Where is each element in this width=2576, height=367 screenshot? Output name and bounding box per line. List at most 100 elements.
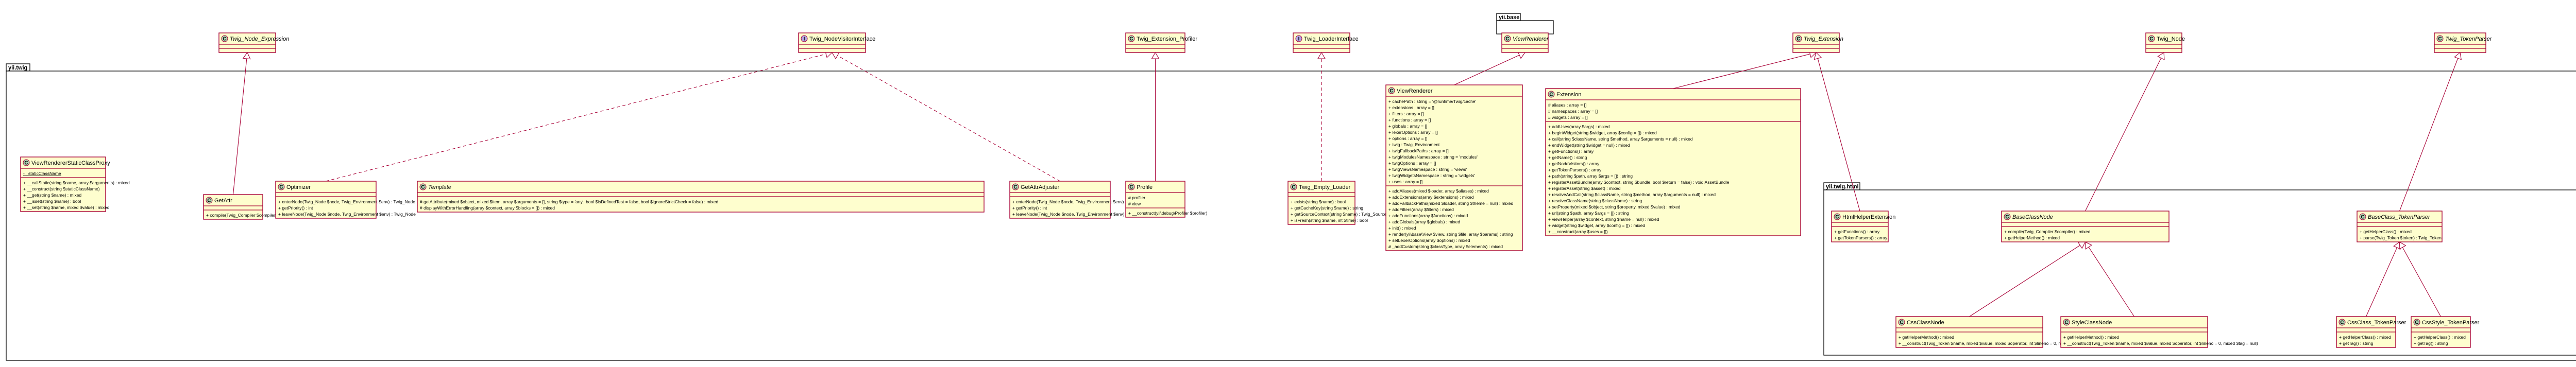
inheritance-arrowhead-icon xyxy=(2157,52,2165,60)
class-method: + __set(string $name, mixed $value) : mi… xyxy=(23,205,110,210)
generalization-line xyxy=(2365,247,2398,317)
class-method: + __construct(yii\debug\Profiler $profil… xyxy=(1128,211,1207,216)
class-stereotype-icon xyxy=(1795,35,1802,42)
package-label: yii.twig xyxy=(8,65,27,71)
class-method: + getTokenParsers() : array xyxy=(1834,235,1888,240)
class-box xyxy=(1385,84,1523,251)
stereotype-letter: C xyxy=(279,185,283,190)
class-method: + getFunctions() : array xyxy=(1548,149,1594,154)
class-method: + url(string $path, array $args = []) : … xyxy=(1548,211,1629,216)
class-method: + getTokenParsers() : array xyxy=(1548,167,1602,172)
class-attribute: + filters : array = [] xyxy=(1388,111,1424,116)
generalization-line xyxy=(2399,58,2459,212)
class-attribute: - _staticClassName xyxy=(23,171,61,176)
inheritance-arrowhead-icon xyxy=(1317,51,1326,59)
package-label: yii.twig.html xyxy=(1826,184,1859,190)
class-method: + __construct(array $uses = []) xyxy=(1548,229,1608,234)
class-box xyxy=(798,32,866,53)
class-method: + leaveNode(Twig_Node $node, Twig_Enviro… xyxy=(1012,212,1150,217)
class-attribute: + twigViewsNamespace : string = 'views' xyxy=(1388,167,1467,172)
stereotype-letter: C xyxy=(1389,89,1393,94)
class-method: # getAttribute(mixed $object, mixed $ite… xyxy=(420,199,718,204)
class-name: Twig_Extension xyxy=(1804,36,1843,42)
class-method: + isFresh(string $name, int $time) : boo… xyxy=(1291,218,1368,223)
class-method: + path(string $path, array $args = []) :… xyxy=(1548,173,1633,179)
class-box xyxy=(275,181,377,219)
class-box xyxy=(20,156,106,212)
class-method: + getPriority() : int xyxy=(1012,205,1047,211)
generalization-line xyxy=(232,58,247,195)
class-method: + getHelperClass() : mixed xyxy=(2414,335,2466,340)
class-attribute: # namespaces : array = [] xyxy=(1548,109,1598,114)
class-method: + addUses(array $args) : mixed xyxy=(1548,124,1610,129)
package-label: yii.base xyxy=(1499,14,1519,21)
class-box xyxy=(1125,181,1185,218)
inheritance-arrowhead-icon xyxy=(1814,51,1822,60)
class-name: ViewRendererStaticClassProxy xyxy=(31,160,110,166)
class-method: + __construct(Twig_Token $name, mixed $v… xyxy=(2063,341,2258,346)
stereotype-letter: C xyxy=(2438,37,2442,42)
class-name: Template xyxy=(428,184,451,190)
inheritance-arrowhead-icon xyxy=(2399,241,2406,250)
class-stereotype-icon xyxy=(1128,183,1135,190)
class-box xyxy=(203,194,263,220)
class-attribute: # aliases : array = [] xyxy=(1548,102,1586,108)
class-method: + registerAssetBundle(array $context, st… xyxy=(1548,180,1730,185)
inheritance-arrowhead-icon xyxy=(2454,51,2462,60)
class-attribute: # widgets : array = [] xyxy=(1548,115,1588,120)
class-stereotype-icon xyxy=(2413,319,2420,326)
class-attribute: # view xyxy=(1128,201,1141,206)
class-name: ViewRenderer xyxy=(1513,36,1549,42)
class-stereotype-icon xyxy=(1548,91,1555,98)
class-stereotype-icon xyxy=(1290,183,1297,190)
stereotype-letter: C xyxy=(1835,215,1839,220)
class-method: + viewHelper(array $context, string $nam… xyxy=(1548,217,1659,222)
relation-getattr-extends xyxy=(232,51,251,195)
class-method: + setLexerOptions(array $options) : mixe… xyxy=(1388,238,1470,243)
relations-layer xyxy=(232,50,2462,317)
class-stereotype-icon xyxy=(206,197,213,204)
stereotype-letter: C xyxy=(2340,320,2344,326)
class-name: StyleClassNode xyxy=(2072,320,2112,326)
class-stereotype-icon xyxy=(2359,213,2366,220)
class-method: + addGlobals(array $globals) : mixed xyxy=(1388,219,1460,224)
class-method: + getHelperMethod() : mixed xyxy=(2063,335,2119,340)
class-box xyxy=(218,32,276,53)
stereotype-letter: C xyxy=(1900,320,1903,326)
class-stereotype-icon xyxy=(1012,183,1019,190)
relation-profile-extends xyxy=(1151,51,1160,181)
class-name: Twig_Empty_Loader xyxy=(1299,184,1351,190)
stereotype-letter: C xyxy=(2361,215,2364,220)
class-attribute: + twigWidgetsNamespace : string = 'widge… xyxy=(1388,173,1476,178)
class-stereotype-icon xyxy=(419,183,427,190)
class-method: + render(yii\base\View $view, string $fi… xyxy=(1388,232,1513,237)
class-name: ViewRenderer xyxy=(1397,88,1433,94)
class-method: + parse(Twig_Token $token) : Twig_Token xyxy=(2360,235,2442,240)
class-name: Optimizer xyxy=(286,184,311,190)
